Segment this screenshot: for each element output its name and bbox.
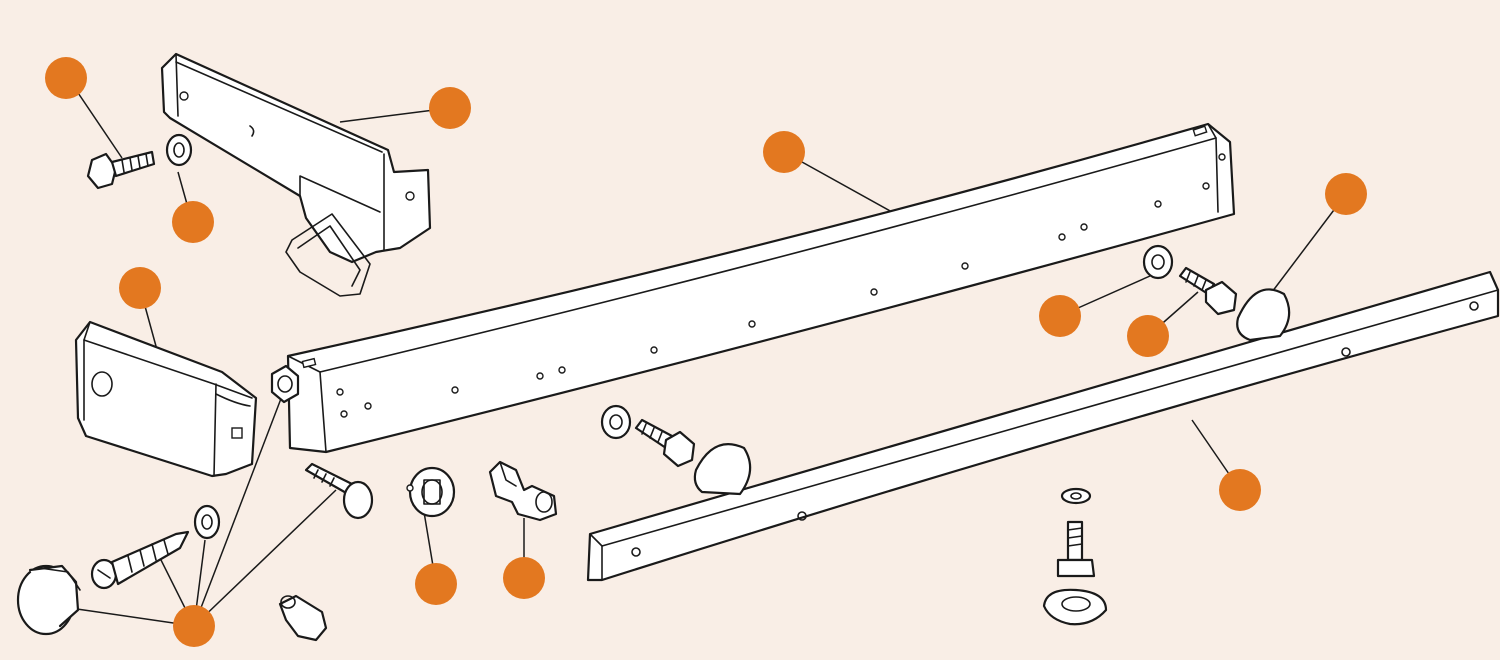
end-cap bbox=[74, 320, 258, 478]
bracket-bolt bbox=[86, 150, 156, 190]
wood-screw bbox=[90, 530, 190, 590]
callout-rubber-strip[interactable] bbox=[1219, 469, 1261, 511]
callout-right-bolt[interactable] bbox=[1127, 315, 1169, 357]
callout-bumper-bar[interactable] bbox=[763, 131, 805, 173]
push-clip bbox=[488, 460, 558, 522]
center-washer bbox=[600, 404, 632, 440]
callout-mounting-bracket[interactable] bbox=[429, 87, 471, 129]
sleeve bbox=[278, 594, 328, 642]
callout-end-cap[interactable] bbox=[119, 267, 161, 309]
callouts bbox=[45, 57, 1367, 647]
center-bolt bbox=[634, 418, 696, 468]
bumper-bar bbox=[286, 122, 1236, 454]
rubber-strip bbox=[586, 270, 1500, 582]
stud-assembly bbox=[1042, 487, 1108, 626]
cap-nut bbox=[270, 364, 300, 404]
callout-right-washer[interactable] bbox=[1039, 295, 1081, 337]
right-washer bbox=[1142, 244, 1174, 280]
right-bolt bbox=[1178, 266, 1238, 316]
callout-bracket-washer[interactable] bbox=[172, 201, 214, 243]
callout-right-cap[interactable] bbox=[1325, 173, 1367, 215]
clip-fastener bbox=[406, 466, 456, 518]
mounting-bracket bbox=[160, 52, 432, 297]
bracket-washer bbox=[165, 133, 193, 167]
callout-fastener-group[interactable] bbox=[173, 605, 215, 647]
callout-bracket-bolt[interactable] bbox=[45, 57, 87, 99]
center-dome-cap bbox=[693, 443, 752, 496]
button-plug bbox=[16, 564, 81, 636]
callout-push-clip[interactable] bbox=[503, 557, 545, 599]
stud-bolt bbox=[304, 462, 374, 520]
callout-clip-fastener[interactable] bbox=[415, 563, 457, 605]
right-dome-cap bbox=[1236, 288, 1291, 342]
small-washer bbox=[193, 504, 221, 540]
